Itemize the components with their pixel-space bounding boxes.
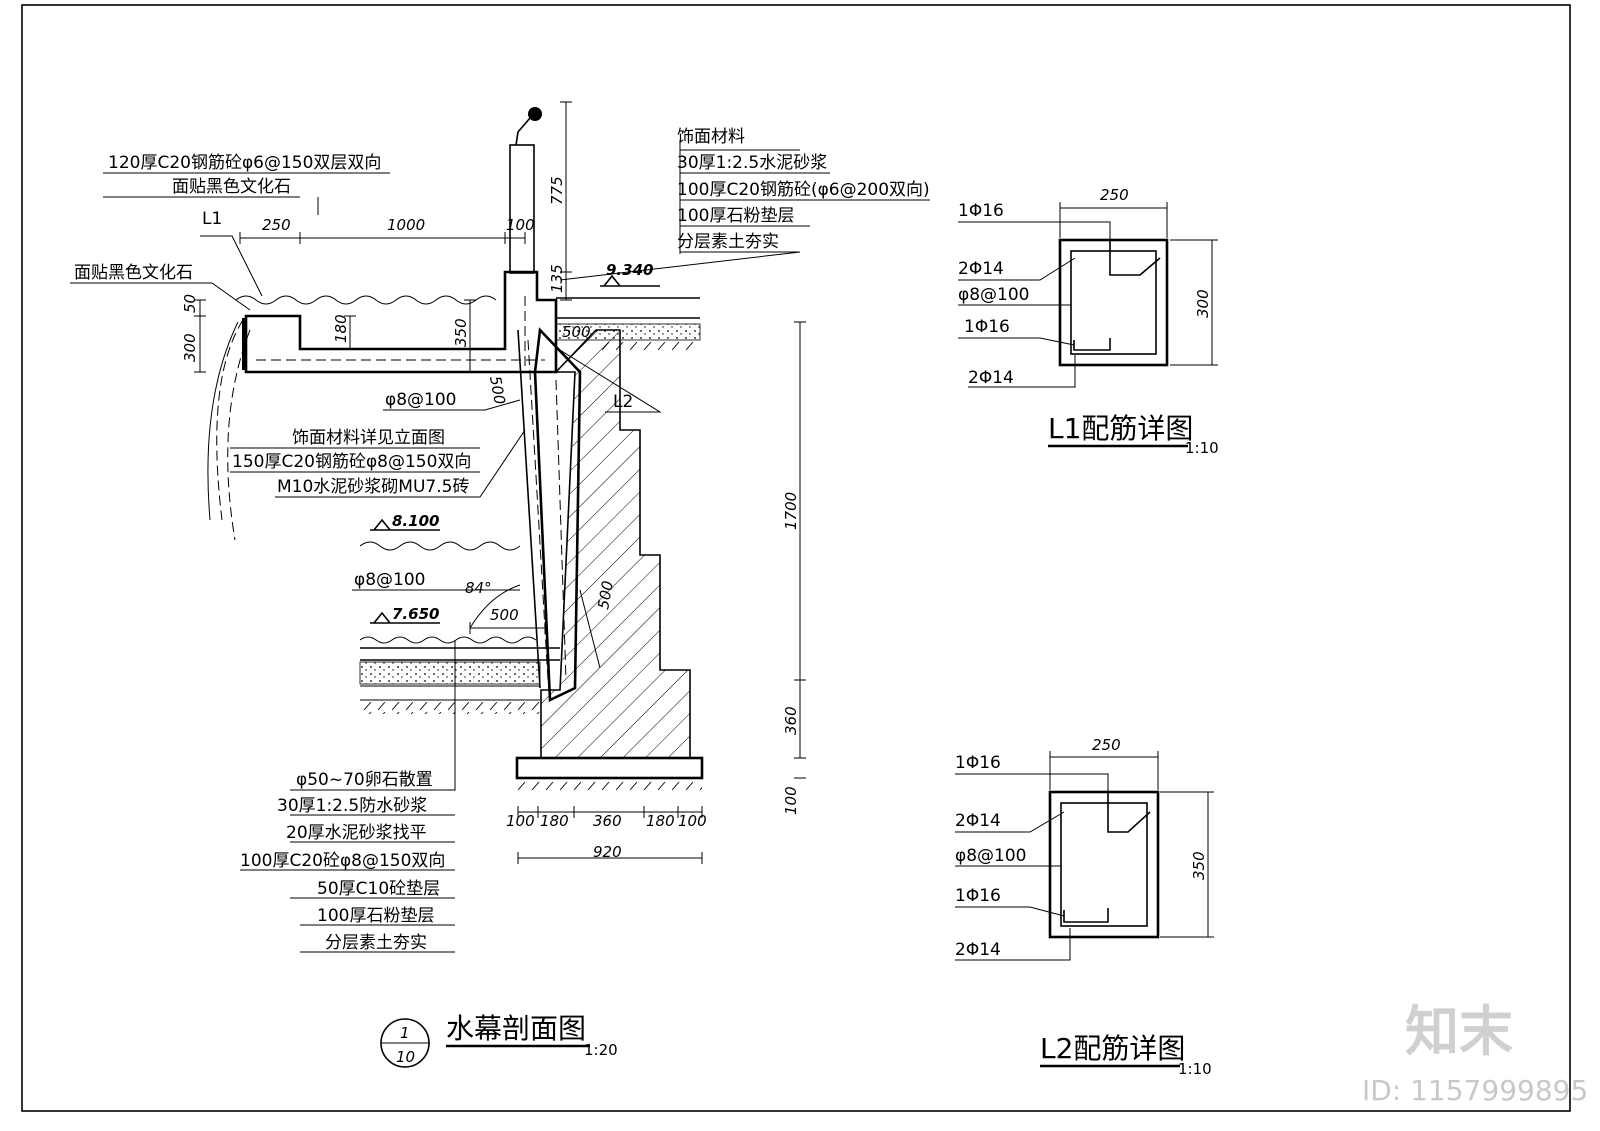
dim-top-100: 100: [506, 216, 535, 234]
dim-inner-180: 180: [332, 314, 350, 343]
dim-base-360: 360: [593, 812, 622, 830]
dim-base-100a: 100: [506, 812, 535, 830]
dim-top-1000: 1000: [387, 216, 425, 234]
l1-width: 250: [1100, 186, 1129, 204]
right-note-5: 分层素土夯实: [677, 232, 779, 252]
wall-note-1: 饰面材料详见立面图: [292, 428, 445, 448]
dim-base-100b: 100: [678, 812, 707, 830]
wall-note-2: 150厚C20钢筋砼φ8@150双向: [232, 452, 471, 472]
wall-note-3: M10水泥砂浆砌MU7.5砖: [277, 477, 469, 497]
section-geometry: [207, 107, 704, 792]
top-note-1: 120厚C20钢筋砼φ6@150双层双向: [108, 153, 381, 173]
top-note-2: 面贴黑色文化石: [172, 177, 291, 197]
section-scale: 1:20: [584, 1041, 618, 1059]
right-note-2: 30厚1:2.5水泥砂浆: [677, 153, 827, 173]
dim-left-50: 50: [181, 294, 199, 313]
l2-title: L2配筋详图: [1040, 1032, 1185, 1065]
dim-inner-500b: 500: [486, 375, 509, 406]
bottom-note-6: 100厚石粉垫层: [317, 906, 434, 926]
dim-base-180a: 180: [540, 812, 569, 830]
dim-inner-350: 350: [452, 318, 470, 347]
rebar-b: φ8@100: [354, 570, 425, 590]
watermark-id: ID: 1157999895: [1362, 1074, 1588, 1107]
l1-scale: 1:10: [1185, 439, 1219, 457]
level-7650: 7.650: [392, 605, 439, 623]
dim-base-180b: 180: [646, 812, 675, 830]
l1-label-2: 2Φ14: [958, 259, 1004, 279]
l2-label-1: 1Φ16: [955, 753, 1001, 773]
right-note-3: 100厚C20钢筋砼(φ6@200双向): [677, 180, 930, 200]
index-top: 1: [400, 1024, 410, 1042]
dim-post-135: 135: [548, 264, 566, 293]
section-dimensions: [194, 101, 806, 864]
right-note-1: 饰面材料: [677, 127, 745, 147]
bottom-note-3: 20厚水泥砂浆找平: [286, 823, 427, 843]
bottom-note-7: 分层素土夯实: [325, 933, 427, 953]
drawing-frame: [21, 4, 1571, 1112]
l2-scale: 1:10: [1178, 1060, 1212, 1078]
detail-l2: 1Φ16 2Φ14 φ8@100 1Φ16 2Φ14 250 350 L2配筋详…: [955, 736, 1214, 1078]
label-l2: L2: [613, 392, 633, 412]
dim-right-1700: 1700: [782, 492, 800, 530]
dim-right-100: 100: [782, 786, 800, 815]
bottom-note-1: φ50~70卵石散置: [296, 770, 433, 790]
right-note-4: 100厚石粉垫层: [677, 206, 794, 226]
left-note: 面贴黑色文化石: [74, 263, 193, 283]
l1-label-4: 1Φ16: [964, 317, 1010, 337]
angle-label: 84°: [465, 579, 492, 597]
rebar-a: φ8@100: [385, 390, 456, 410]
section-title: 水幕剖面图: [446, 1012, 586, 1045]
section-text: 120厚C20钢筋砼φ6@150双层双向 面贴黑色文化石 L1 面贴黑色文化石 …: [74, 127, 930, 1068]
l2-height: 350: [1190, 851, 1208, 880]
l1-height: 300: [1194, 289, 1212, 318]
section-leaders: [70, 140, 930, 953]
l2-label-3: φ8@100: [955, 846, 1026, 866]
l1-label-3: φ8@100: [958, 285, 1029, 305]
level-8100: 8.100: [392, 512, 439, 530]
l1-title: L1配筋详图: [1048, 412, 1193, 445]
detail-l1: 1Φ16 2Φ14 φ8@100 1Φ16 2Φ14 250 300 L1配筋详…: [958, 186, 1219, 457]
level-9340: 9.340: [606, 261, 653, 279]
dim-inner-500a: 500: [562, 323, 591, 341]
dim-inner-500d: 500: [594, 579, 617, 610]
label-l1: L1: [202, 209, 222, 229]
dim-post-775: 775: [548, 176, 566, 205]
l1-label-1: 1Φ16: [958, 201, 1004, 221]
l2-width: 250: [1092, 736, 1121, 754]
dim-base-total: 920: [593, 843, 622, 861]
l2-label-5: 2Φ14: [955, 940, 1001, 960]
watermark: 知末 ID: 1157999895: [1362, 1000, 1588, 1107]
l1-label-5: 2Φ14: [968, 368, 1014, 388]
index-bottom: 10: [396, 1048, 415, 1066]
watermark-logo: 知末: [1405, 1000, 1513, 1063]
dim-right-360: 360: [782, 706, 800, 735]
dim-left-300: 300: [181, 333, 199, 362]
dim-top-250: 250: [262, 216, 291, 234]
bottom-note-5: 50厚C10砼垫层: [317, 879, 440, 899]
l2-label-2: 2Φ14: [955, 811, 1001, 831]
l2-label-4: 1Φ16: [955, 886, 1001, 906]
bottom-note-4: 100厚C20砼φ8@150双向: [240, 851, 445, 871]
dim-inner-500c: 500: [490, 606, 519, 624]
bottom-note-2: 30厚1:2.5防水砂浆: [277, 796, 427, 816]
